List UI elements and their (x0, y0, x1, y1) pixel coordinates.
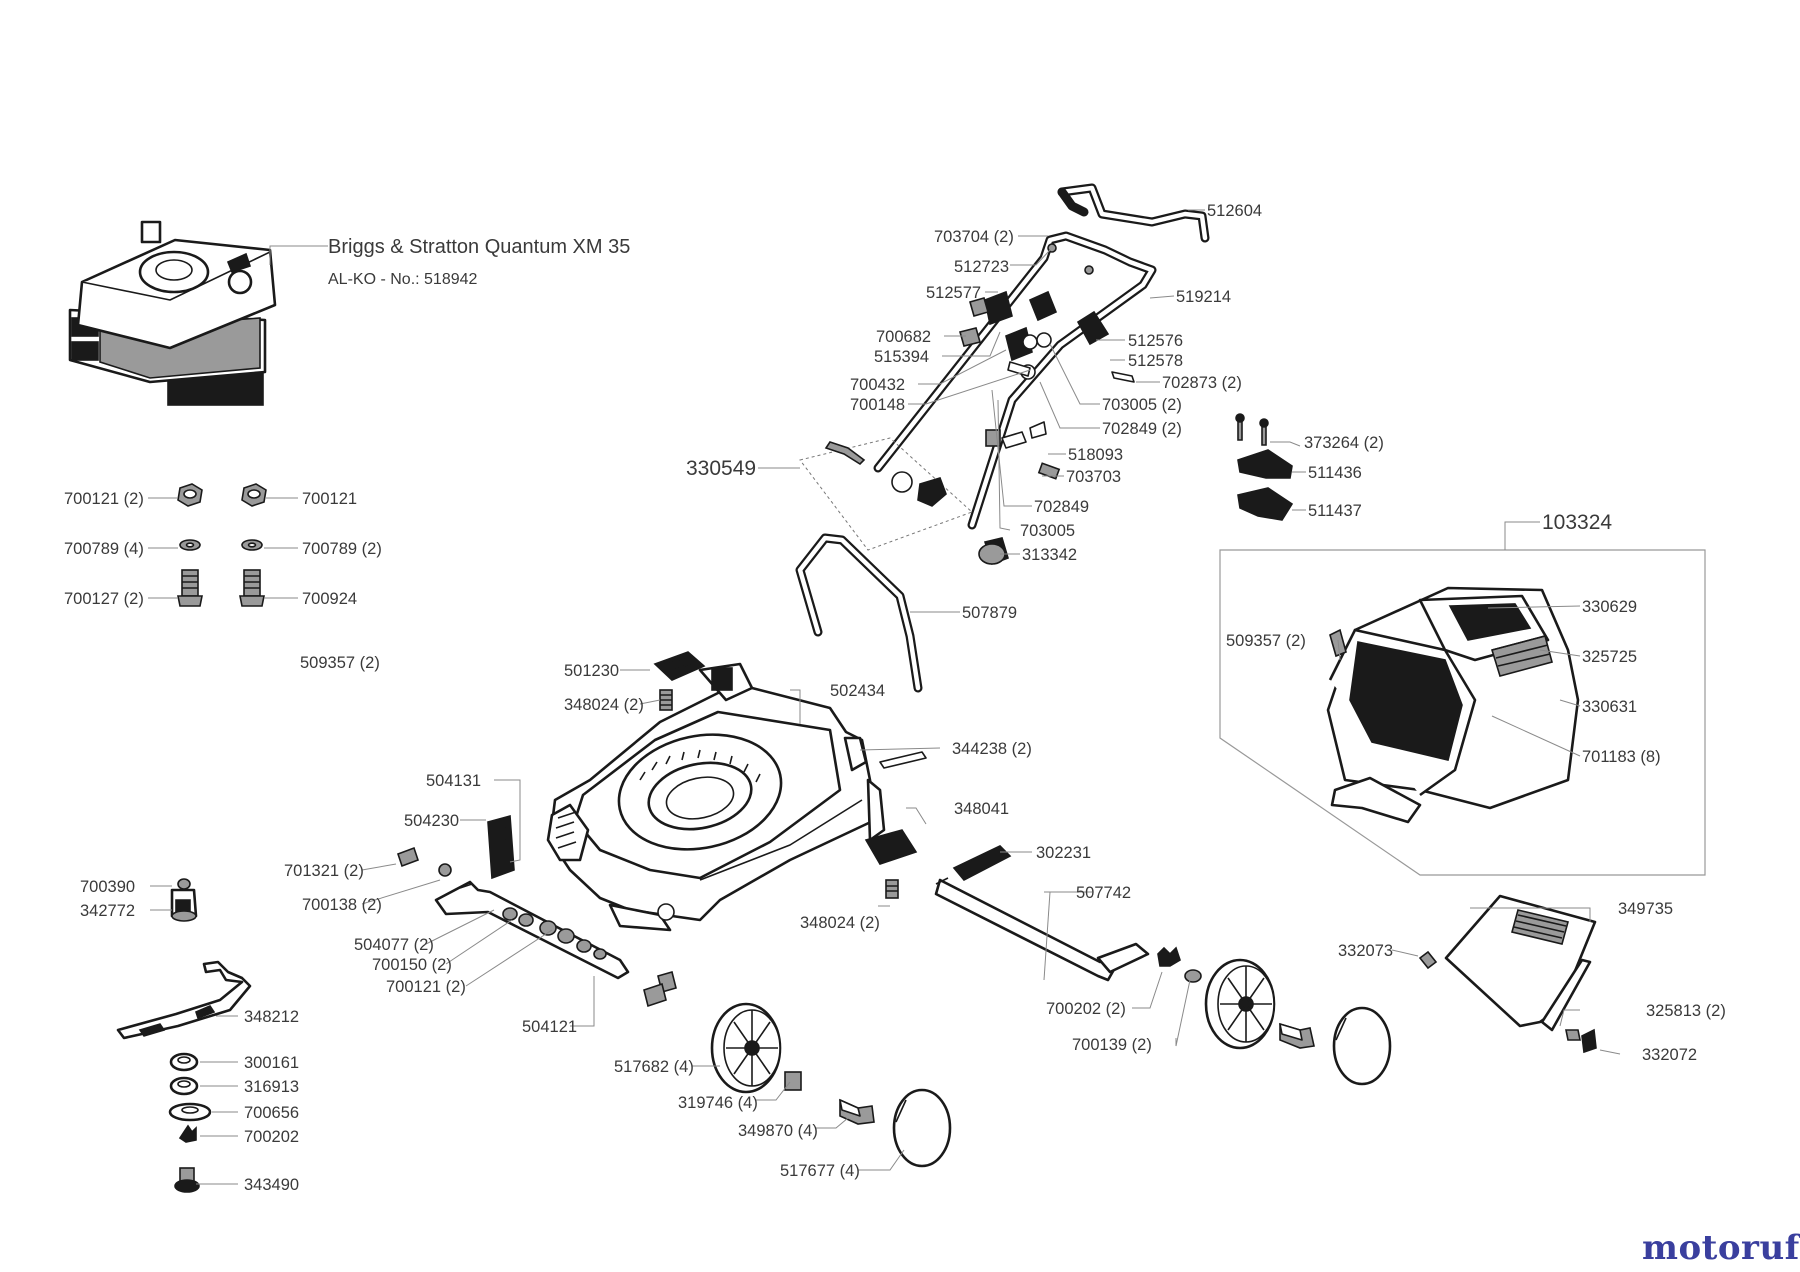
handle-clamps-and-levers (959, 243, 1135, 566)
engine-number: AL-KO - No.: 518942 (328, 271, 478, 288)
label-507742: 507742 (1076, 884, 1131, 902)
rear-wheel (1204, 958, 1276, 1050)
label-342772: 342772 (80, 902, 135, 920)
front-wheel (710, 1002, 782, 1094)
handle-fastener-group (824, 441, 947, 507)
label-344238: 344238 (2) (952, 740, 1032, 758)
label-700202-b: 700202 (244, 1128, 299, 1146)
label-325725: 325725 (1582, 648, 1637, 666)
label-332072: 332072 (1642, 1046, 1697, 1064)
label-703703: 703703 (1066, 468, 1121, 486)
label-325813: 325813 (2) (1646, 1002, 1726, 1020)
grass-catcher (1326, 586, 1580, 824)
label-302231: 302231 (1036, 844, 1091, 862)
brand-logo: motoruf.de (1642, 1228, 1800, 1268)
label-700121-left: 700121 (2) (64, 490, 144, 508)
label-700924: 700924 (302, 590, 357, 608)
engine-name: Briggs & Stratton Quantum XM 35 (328, 236, 630, 258)
front-axle (396, 814, 630, 980)
label-702873: 702873 (2) (1162, 374, 1242, 392)
label-703704: 703704 (2) (934, 228, 1014, 246)
label-700789-left: 700789 (4) (64, 540, 144, 558)
label-700789-right: 700789 (2) (302, 540, 382, 558)
label-349735: 349735 (1618, 900, 1673, 918)
label-511436: 511436 (1308, 464, 1362, 482)
label-701321: 701321 (2) (284, 862, 364, 880)
label-300161: 300161 (244, 1054, 299, 1072)
label-330629: 330629 (1582, 598, 1637, 616)
label-373264: 373264 (2) (1304, 434, 1384, 452)
label-702849-a: 702849 (2) (1102, 420, 1182, 438)
mower-deck (546, 662, 886, 932)
label-332073: 332073 (1338, 942, 1393, 960)
label-519214: 519214 (1176, 288, 1231, 306)
label-511437: 511437 (1308, 502, 1362, 520)
label-348024-b: 348024 (2) (800, 914, 880, 932)
label-501230: 501230 (564, 662, 619, 680)
label-701183: 701183 (8) (1582, 748, 1661, 766)
label-517677: 517677 (4) (780, 1162, 860, 1180)
label-343490: 343490 (244, 1176, 299, 1194)
clip-parts (1235, 413, 1294, 521)
label-330549: 330549 (686, 457, 756, 480)
lower-handle (795, 533, 923, 693)
label-504077: 504077 (2) (354, 936, 434, 954)
label-103324: 103324 (1542, 511, 1612, 534)
label-512577: 512577 (926, 284, 981, 302)
label-700121-right: 700121 (302, 490, 357, 508)
label-700138: 700138 (2) (302, 896, 382, 914)
part-labels: 512604 703704 (2) 512723 512577 519214 7… (80, 202, 1726, 1194)
label-316913: 316913 (244, 1078, 299, 1096)
label-512578: 512578 (1128, 352, 1183, 370)
label-700656: 700656 (244, 1104, 299, 1122)
label-348024-a: 348024 (2) (564, 696, 644, 714)
deck-plate-501230 (653, 651, 706, 711)
discharge-flap (1418, 894, 1597, 1054)
label-700202-a: 700202 (2) (1046, 1000, 1126, 1018)
label-703005-a: 703005 (2) (1102, 396, 1182, 414)
engine-illustration (68, 220, 277, 406)
label-504121: 504121 (522, 1018, 577, 1036)
label-348041: 348041 (954, 800, 1009, 818)
label-700150: 700150 (2) (372, 956, 452, 974)
label-319746: 319746 (4) (678, 1094, 758, 1112)
label-518093: 518093 (1068, 446, 1123, 464)
label-509357-left: 509357 (2) (300, 654, 380, 672)
rear-axle (934, 845, 1202, 983)
label-512604: 512604 (1207, 202, 1262, 220)
label-700121-center: 700121 (2) (386, 978, 466, 996)
label-502434: 502434 (830, 682, 885, 700)
label-512723: 512723 (954, 258, 1009, 276)
label-504131: 504131 (426, 772, 481, 790)
label-700390: 700390 (80, 878, 135, 896)
brand-dot: . (1799, 1228, 1800, 1268)
label-700432: 700432 (850, 376, 905, 394)
hardware-left-column (177, 483, 267, 607)
label-509357-right: 509357 (2) (1226, 632, 1306, 650)
leader-lines (150, 209, 1621, 1185)
blade-assembly (116, 878, 252, 1193)
label-700127: 700127 (2) (64, 590, 144, 608)
label-504230: 504230 (404, 812, 459, 830)
label-700682: 700682 (876, 328, 931, 346)
label-515394: 515394 (874, 348, 929, 366)
brand-name: motoruf (1642, 1228, 1799, 1268)
hub-caps (892, 1006, 1392, 1168)
wheel-fasteners (643, 971, 1315, 1125)
label-517682: 517682 (4) (614, 1058, 694, 1076)
label-330631: 330631 (1582, 698, 1637, 716)
label-512576: 512576 (1128, 332, 1183, 350)
label-507879: 507879 (962, 604, 1017, 622)
label-700139: 700139 (2) (1072, 1036, 1152, 1054)
label-703005-b: 703005 (1020, 522, 1075, 540)
label-349870: 349870 (4) (738, 1122, 818, 1140)
label-702849-b: 702849 (1034, 498, 1089, 516)
label-348212: 348212 (244, 1008, 299, 1026)
label-313342: 313342 (1022, 546, 1077, 564)
label-700148: 700148 (850, 396, 905, 414)
